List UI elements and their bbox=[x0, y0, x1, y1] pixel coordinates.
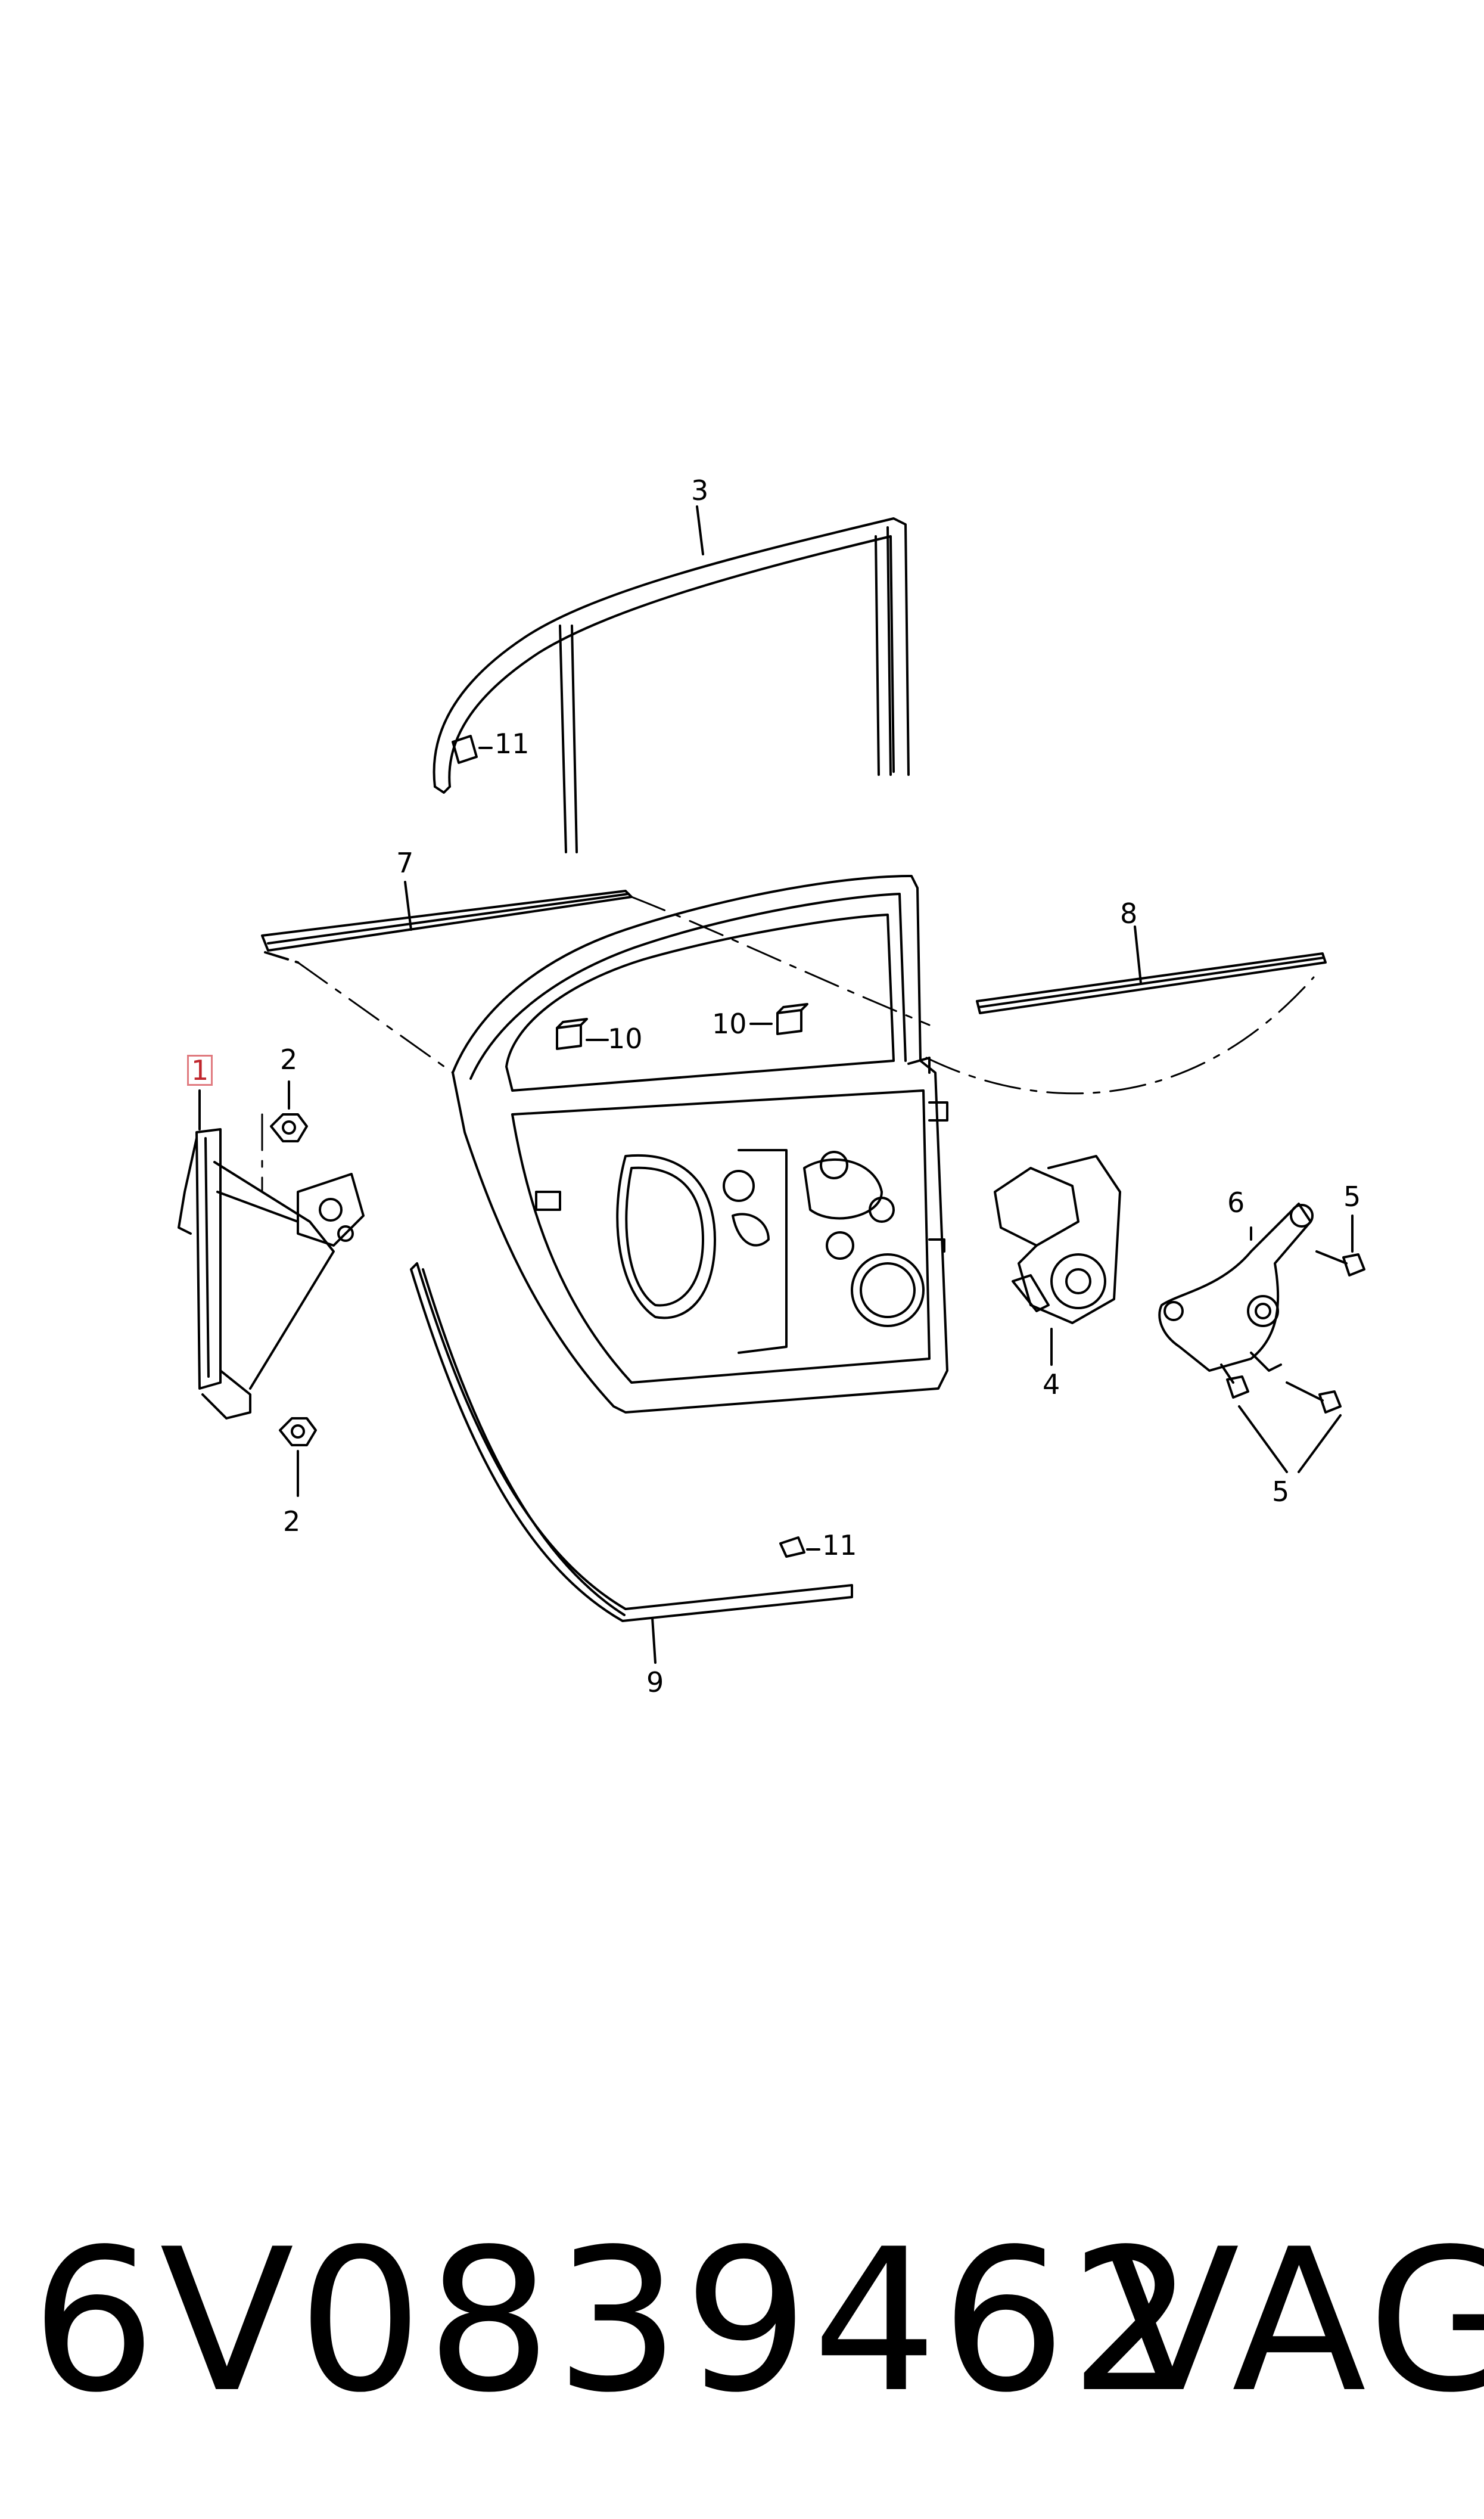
callout-8[interactable]: 8 bbox=[1120, 897, 1138, 930]
callout-9[interactable]: 9 bbox=[646, 1666, 664, 1698]
callout-10-right[interactable]: 10 bbox=[712, 1008, 747, 1040]
callout-5-right[interactable]: 5 bbox=[1343, 1181, 1361, 1213]
part-number: 6V0839462 bbox=[31, 2207, 1199, 2436]
callout-11-lower[interactable]: 11 bbox=[822, 1529, 857, 1561]
callout-11-upper[interactable]: 11 bbox=[494, 728, 530, 760]
bolts bbox=[1220, 1215, 1365, 1473]
clip-blocks bbox=[556, 1003, 808, 1050]
nuts bbox=[270, 1080, 317, 1497]
leader-lines bbox=[261, 896, 1315, 1193]
clip-lower bbox=[779, 1536, 820, 1558]
callout-10-left[interactable]: 10 bbox=[608, 1023, 643, 1055]
door-panel bbox=[452, 875, 948, 1414]
callout-3[interactable]: 3 bbox=[691, 474, 709, 507]
window-motor bbox=[994, 1155, 1121, 1366]
callout-7[interactable]: 7 bbox=[396, 847, 414, 879]
callout-4[interactable]: 4 bbox=[1043, 1368, 1060, 1400]
window-frame-seal bbox=[433, 505, 910, 853]
brand-label: VAG bbox=[1105, 2207, 1484, 2436]
window-regulator bbox=[178, 1089, 365, 1420]
motor-bracket bbox=[1158, 1203, 1314, 1372]
callout-6[interactable]: 6 bbox=[1227, 1186, 1245, 1219]
clip-upper bbox=[452, 735, 493, 764]
callout-1[interactable]: 1 bbox=[187, 1055, 213, 1086]
callout-2-lower[interactable]: 2 bbox=[283, 1505, 301, 1538]
inner-window-strip bbox=[410, 1262, 853, 1664]
callout-5-bottom[interactable]: 5 bbox=[1272, 1476, 1290, 1508]
callout-2-upper[interactable]: 2 bbox=[280, 1043, 298, 1076]
outer-window-strip-right bbox=[976, 925, 1327, 1014]
